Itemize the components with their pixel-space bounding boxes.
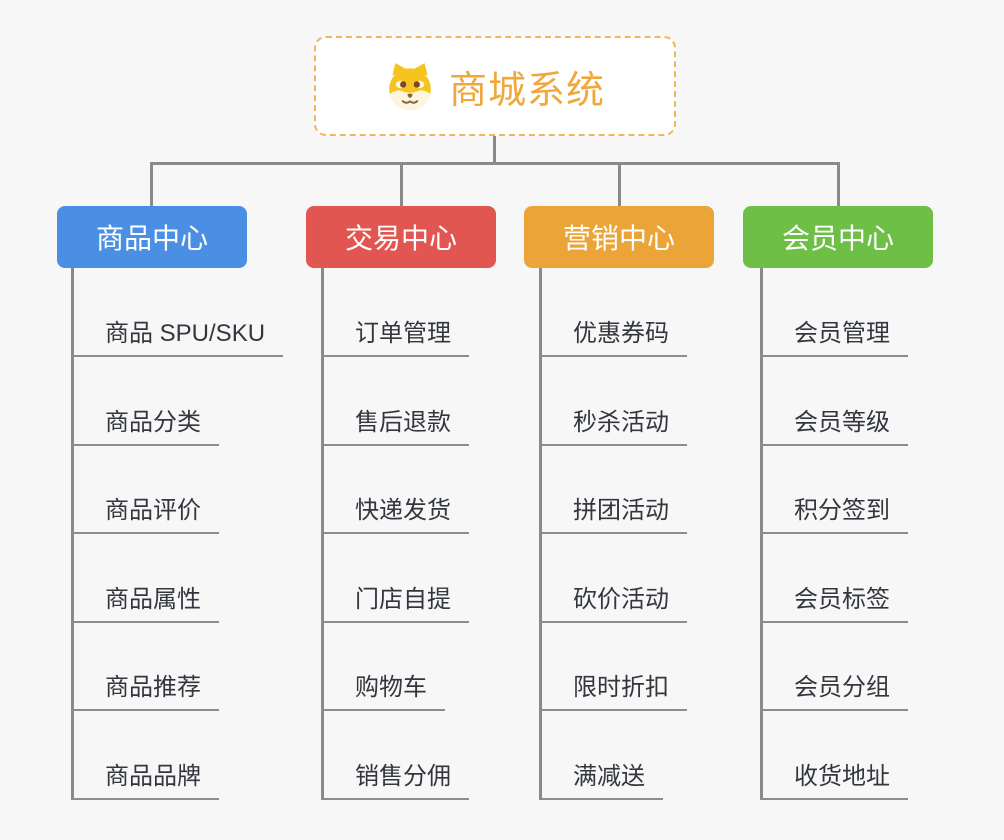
branch-label: 营销中心 — [562, 223, 675, 254]
connector-horizontal-bar — [150, 162, 840, 165]
branch-header-marketing[interactable]: 营销中心 — [524, 206, 714, 268]
leaf-node[interactable]: 商品品牌 — [71, 760, 219, 800]
trunk-trade — [321, 268, 324, 800]
leaf-node[interactable]: 销售分佣 — [321, 760, 469, 800]
branch-label: 商品中心 — [95, 223, 208, 254]
leaf-node[interactable]: 积分签到 — [760, 494, 908, 534]
leaf-node[interactable]: 秒杀活动 — [539, 406, 687, 446]
trunk-products — [71, 268, 74, 800]
branch-header-products[interactable]: 商品中心 — [57, 206, 247, 268]
branch-label: 会员中心 — [781, 223, 894, 254]
connector-drop-members — [837, 162, 840, 208]
leaf-node[interactable]: 商品属性 — [71, 583, 219, 623]
leaf-node[interactable]: 快递发货 — [321, 494, 469, 534]
leaf-node[interactable]: 门店自提 — [321, 583, 469, 623]
leaf-node[interactable]: 商品 SPU/SKU — [71, 317, 284, 357]
leaf-node[interactable]: 会员分组 — [760, 671, 908, 711]
branch-header-members[interactable]: 会员中心 — [743, 206, 933, 268]
branch-label: 交易中心 — [344, 223, 457, 254]
root-title: 商城系统 — [448, 69, 605, 112]
leaf-node[interactable]: 会员管理 — [760, 317, 908, 357]
doge-icon — [389, 63, 431, 110]
branch-header-trade[interactable]: 交易中心 — [306, 206, 496, 268]
connector-root-stem — [493, 135, 496, 164]
leaf-node[interactable]: 商品评价 — [71, 494, 219, 534]
leaf-node[interactable]: 优惠券码 — [539, 317, 687, 357]
leaf-node[interactable]: 会员标签 — [760, 583, 908, 623]
trunk-members — [760, 268, 763, 800]
leaf-node[interactable]: 售后退款 — [321, 406, 469, 446]
connector-drop-marketing — [618, 162, 621, 208]
leaf-node[interactable]: 砍价活动 — [539, 583, 687, 623]
leaf-node[interactable]: 满减送 — [539, 760, 663, 800]
connector-drop-trade — [400, 162, 403, 208]
leaf-node[interactable]: 拼团活动 — [539, 494, 687, 534]
leaf-node[interactable]: 收货地址 — [760, 760, 908, 800]
leaf-node[interactable]: 限时折扣 — [539, 671, 687, 711]
root-node[interactable]: 商城系统 — [314, 36, 676, 136]
connector-drop-products — [150, 162, 153, 208]
leaf-node[interactable]: 商品推荐 — [71, 671, 219, 711]
leaf-node[interactable]: 购物车 — [321, 671, 445, 711]
leaf-node[interactable]: 商品分类 — [71, 406, 219, 446]
trunk-marketing — [539, 268, 542, 800]
leaf-node[interactable]: 会员等级 — [760, 406, 908, 446]
leaf-node[interactable]: 订单管理 — [321, 317, 469, 357]
